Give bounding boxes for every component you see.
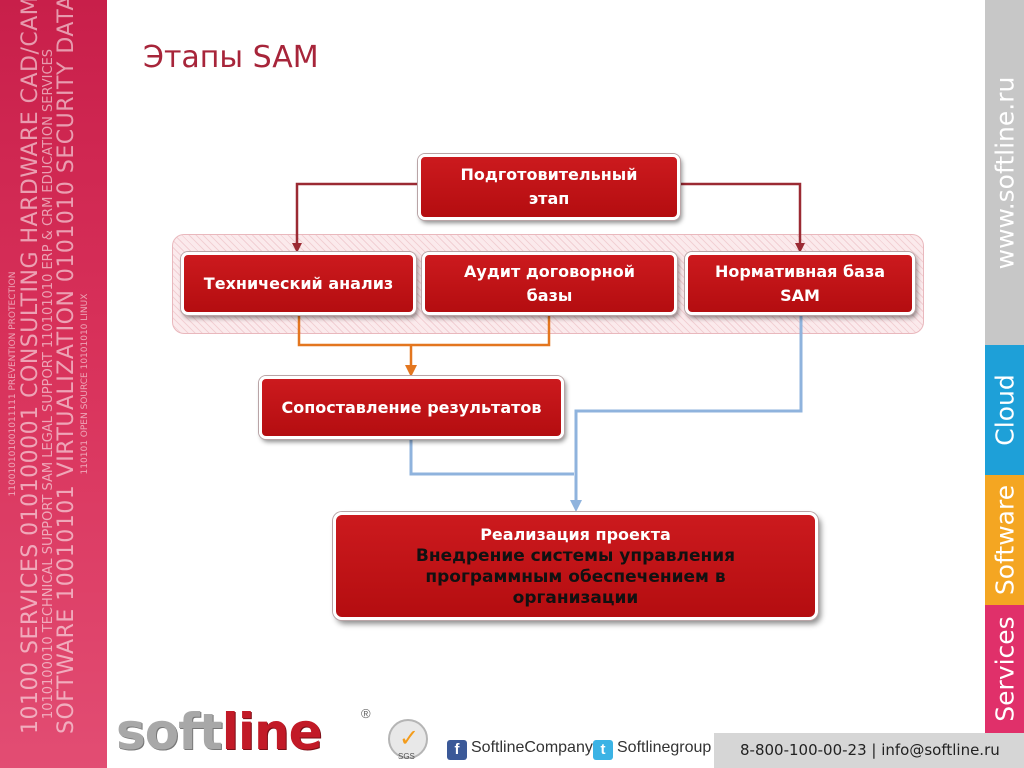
stage-results-comparison-label: Сопоставление результатов xyxy=(281,397,542,417)
arrow-prep-to-tech xyxy=(292,182,418,253)
facebook-icon[interactable]: f xyxy=(447,740,467,760)
right-tab-bar: www.softline.ru Cloud Software Services xyxy=(985,0,1024,768)
stage-normative-base-line: Нормативная база xyxy=(714,261,886,281)
tab-software[interactable]: Software xyxy=(985,475,1024,605)
stage-preparatory-line: этап xyxy=(528,189,570,208)
twitter-icon[interactable]: t xyxy=(593,740,613,760)
stage-implementation-desc-line: программным обеспечением в xyxy=(425,566,726,587)
arrow-prep-to-norm xyxy=(680,182,805,253)
contact-bar[interactable]: 8-800-100-00-23 | info@softline.ru xyxy=(714,733,1024,768)
stage-implementation-desc-line: Внедрение системы управления xyxy=(415,545,736,566)
facebook-link[interactable]: SoftlineCompany xyxy=(471,739,593,756)
stage-implementation-title: Реализация проекта xyxy=(480,524,671,544)
stage-preparatory-line: Подготовительный xyxy=(460,165,638,184)
registered-mark: ® xyxy=(361,706,371,721)
sgs-label: SGS xyxy=(398,752,415,761)
arrow-compare-norm-to-impl xyxy=(409,315,803,506)
stage-technical-analysis: Технический анализ xyxy=(181,252,416,315)
twitter-link[interactable]: Softlinegroup xyxy=(617,739,712,756)
left-decorative-bar: 110010101001011111 PREVENTION PROTECTION… xyxy=(0,0,107,768)
slide-title: Этапы SAM xyxy=(143,40,319,75)
stage-preparatory: Подготовительный этап xyxy=(418,154,680,220)
softline-logo: softline xyxy=(116,702,323,762)
stage-contract-audit: Аудит договорной базы xyxy=(422,252,677,315)
tab-services[interactable]: Services xyxy=(985,605,1024,733)
stage-project-implementation: Реализация проекта Внедрение системы упр… xyxy=(333,512,818,620)
stage-technical-analysis-label: Технический анализ xyxy=(203,273,394,293)
stage-normative-base: Нормативная база SAM xyxy=(685,252,915,315)
logo-part-soft: soft xyxy=(116,703,223,761)
tab-website[interactable]: www.softline.ru xyxy=(985,0,1024,345)
stage-implementation-desc-line: организации xyxy=(512,587,639,608)
stage-normative-base-line: SAM xyxy=(780,285,820,305)
stage-contract-audit-line: Аудит договорной xyxy=(464,261,635,281)
arrow-tech-audit-to-compare xyxy=(297,315,551,371)
logo-part-line: line xyxy=(221,703,323,761)
stage-results-comparison: Сопоставление результатов xyxy=(259,376,564,439)
tab-cloud[interactable]: Cloud xyxy=(985,345,1024,475)
stage-contract-audit-line: базы xyxy=(526,285,573,305)
sgs-certificate-icon xyxy=(388,719,428,759)
